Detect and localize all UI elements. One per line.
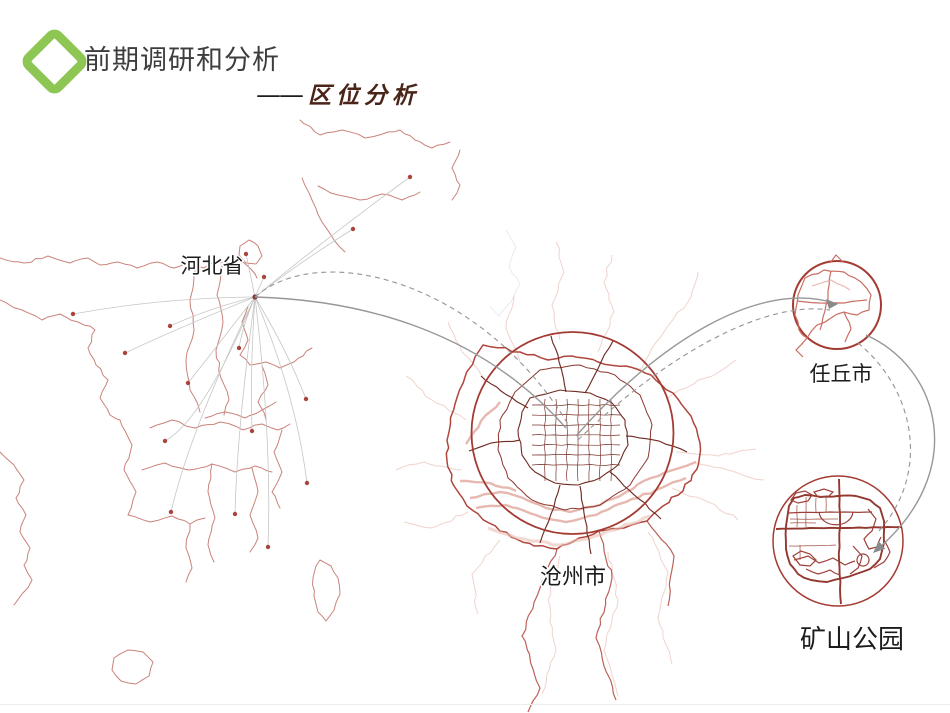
route-arcs xyxy=(254,271,936,553)
arrowhead-into-renqiu-icon xyxy=(826,299,838,309)
capital-dot xyxy=(249,428,255,434)
capital-dot xyxy=(185,380,191,386)
capital-dot xyxy=(168,509,174,515)
map-labels: 河北省 沧州市 任丘市 矿山公园 xyxy=(179,254,906,656)
capital-connection-lines xyxy=(72,176,411,548)
capital-dot xyxy=(236,345,242,351)
page-title: 前期调研和分析 xyxy=(84,45,280,75)
bottom-divider xyxy=(0,704,950,705)
capital-dot xyxy=(265,544,271,550)
cangzhou-road-web xyxy=(395,241,765,697)
label-renqiu-city: 任丘市 xyxy=(810,363,873,386)
china-outline-map xyxy=(0,119,461,685)
capital-dot xyxy=(407,174,413,180)
capital-dots xyxy=(70,174,413,550)
faint-neighbor-outline xyxy=(489,229,521,317)
label-cangzhou-city: 沧州市 xyxy=(540,564,606,589)
capital-dot xyxy=(70,311,76,317)
label-mine-park: 矿山公园 xyxy=(800,624,904,654)
capital-dot xyxy=(304,480,310,486)
capital-dot xyxy=(243,251,249,257)
capital-dot xyxy=(162,438,168,444)
subtitle-dash: —— xyxy=(256,80,304,109)
subtitle-text: 区位分析 xyxy=(308,83,420,108)
capital-dot xyxy=(167,323,173,329)
label-hebei-province: 河北省 xyxy=(181,255,244,278)
slide-subtitle: ——区位分析 xyxy=(256,76,420,110)
capital-dot xyxy=(303,396,309,402)
arrowhead-into-park-icon xyxy=(873,541,886,553)
capital-dot xyxy=(350,226,356,232)
capital-dot xyxy=(261,274,267,280)
cangzhou-boundary-blob xyxy=(445,344,702,713)
capital-dot xyxy=(232,511,238,517)
zoom-circles xyxy=(470,260,904,607)
cangzhou-city-roads xyxy=(468,335,688,555)
capital-dot xyxy=(122,350,128,356)
mine-park-map-detail xyxy=(775,478,903,605)
renqiu-map-detail xyxy=(794,254,872,358)
